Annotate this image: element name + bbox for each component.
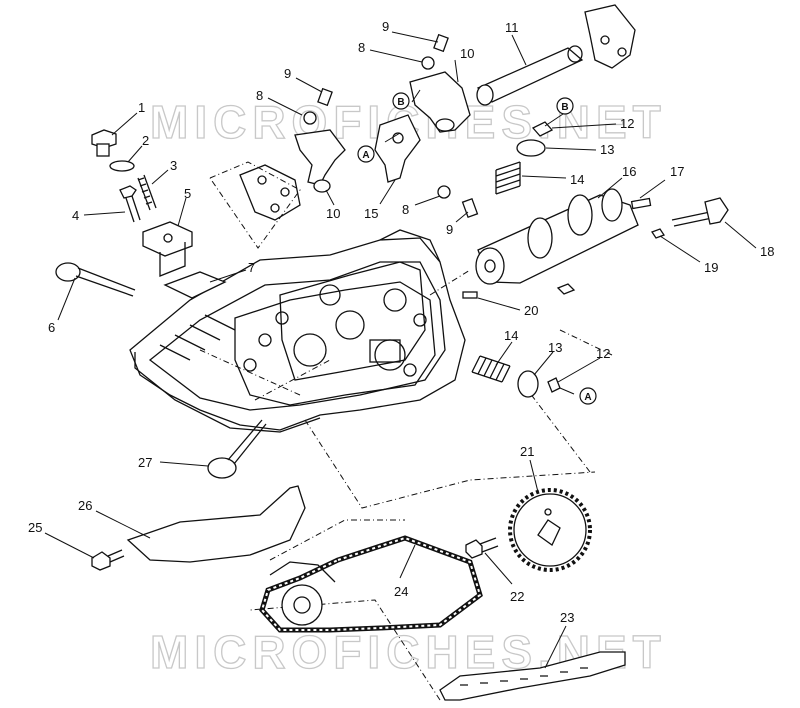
callout-12-upper: 12 [620, 116, 634, 131]
crank-sprocket [269, 561, 336, 626]
part-12-keeper-upper [531, 121, 554, 137]
part-13-retainer-upper [516, 139, 546, 157]
callout-7: 7 [248, 260, 255, 275]
callout-26: 26 [78, 498, 92, 513]
part-4-bolt [119, 185, 141, 223]
part-12-keeper-lower [547, 377, 561, 393]
svg-text:A: A [362, 150, 369, 161]
callout-8-top: 8 [358, 40, 365, 55]
part-22-sprocket-bolt [465, 537, 499, 559]
reference-mark-a-upper: A [357, 145, 375, 163]
callout-12-lower: 12 [596, 346, 610, 361]
cover-plate [239, 164, 301, 221]
callout-9-lower: 9 [446, 222, 453, 237]
leader-lines [44, 31, 757, 669]
callout-8-left: 8 [256, 88, 263, 103]
part-25-bolt [91, 549, 125, 571]
callout-27: 27 [138, 455, 152, 470]
part-17-pin [630, 197, 652, 210]
callout-25: 25 [28, 520, 42, 535]
part-26-chain-guide [126, 485, 306, 563]
callout-20: 20 [524, 303, 538, 318]
part-7-gasket [163, 271, 227, 299]
cam-nut [556, 283, 576, 295]
callout-13-lower: 13 [548, 340, 562, 355]
callout-11: 11 [505, 20, 519, 35]
part-23-chain-guide [439, 651, 626, 701]
part-14-spring-upper [495, 161, 521, 195]
shaft-bracket [584, 4, 636, 69]
callout-3: 3 [170, 158, 177, 173]
callout-9-top: 9 [382, 19, 389, 34]
reference-mark-a-lower: A [579, 387, 597, 405]
part-14-spring-lower [471, 355, 511, 383]
svg-text:B: B [561, 102, 568, 113]
part-2-washer [109, 160, 135, 172]
part-6-valve [55, 262, 136, 297]
part-3-stud [137, 174, 157, 211]
part-16-camshaft [475, 188, 639, 285]
callout-labels: 1 2 3 4 5 6 7 8 8 8 9 9 9 10 10 11 12 12… [28, 19, 774, 625]
part-10-rocker-arms [294, 71, 471, 193]
svg-text:B: B [397, 97, 404, 108]
callout-15: 15 [364, 206, 378, 221]
cylinder-head [129, 229, 466, 433]
callout-18: 18 [760, 244, 774, 259]
part-21-cam-sprocket [508, 488, 592, 572]
svg-text:A: A [584, 392, 591, 403]
callout-22: 22 [510, 589, 524, 604]
callout-17: 17 [670, 164, 684, 179]
part-18-lever [671, 197, 729, 227]
assembly-phantom-lines [199, 161, 613, 701]
part-20-dowel-pin [462, 291, 478, 299]
part-24-timing-chain [259, 535, 483, 633]
part-8-nuts [303, 56, 451, 199]
callout-2: 2 [142, 133, 149, 148]
callout-14-upper: 14 [570, 172, 584, 187]
part-11-rocker-shaft [476, 45, 584, 106]
reference-mark-b-right: B [556, 97, 574, 115]
callout-16: 16 [622, 164, 636, 179]
part-19-clip [651, 228, 665, 239]
part-5-tensioner [142, 221, 193, 277]
part-15-rocker-arm [374, 114, 421, 183]
callout-10-right: 10 [460, 46, 474, 61]
callout-19: 19 [704, 260, 718, 275]
callout-1: 1 [138, 100, 145, 115]
callout-8-lower: 8 [402, 202, 409, 217]
callout-10-left: 10 [326, 206, 340, 221]
part-1-plug [91, 129, 117, 157]
callout-24: 24 [394, 584, 408, 599]
callout-9-left: 9 [284, 66, 291, 81]
part-27-valve [207, 419, 267, 479]
callout-6: 6 [48, 320, 55, 335]
callout-21: 21 [520, 444, 534, 459]
callout-14-lower: 14 [504, 328, 518, 343]
callout-23: 23 [560, 610, 574, 625]
callout-13-upper: 13 [600, 142, 614, 157]
callout-5: 5 [184, 186, 191, 201]
callout-4: 4 [72, 208, 79, 223]
part-13-retainer-lower [517, 370, 539, 398]
reference-mark-b-left: B [392, 92, 410, 110]
